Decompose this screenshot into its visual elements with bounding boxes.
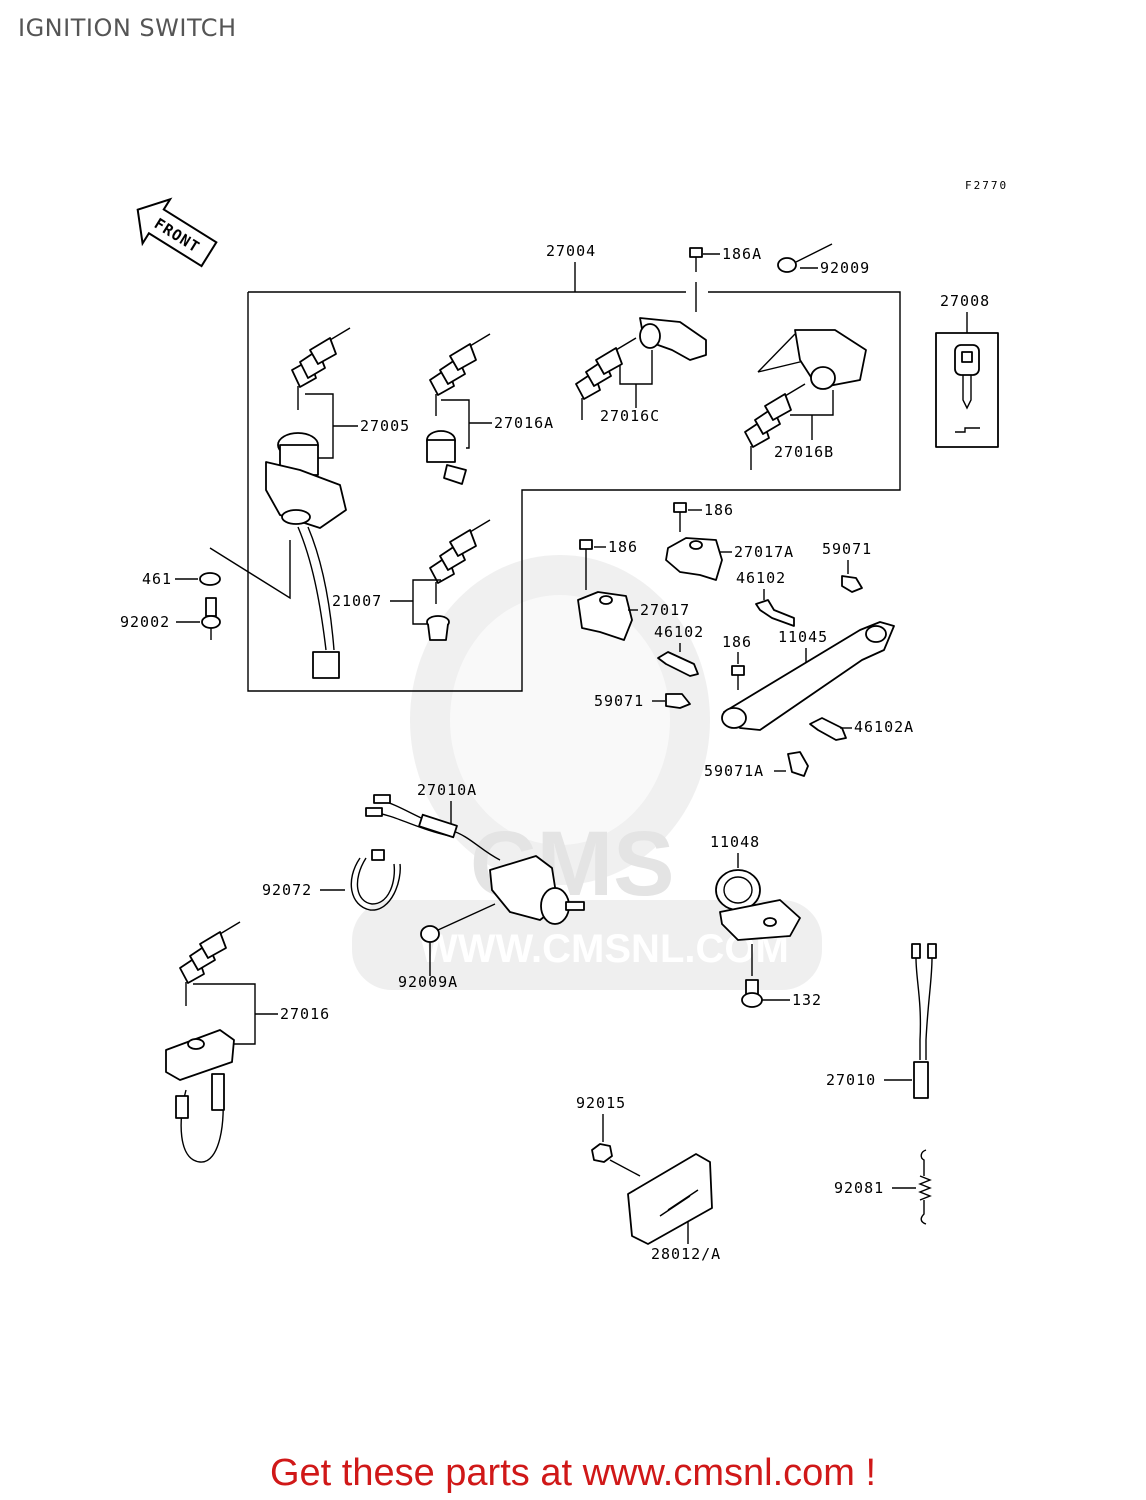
key-set-27016-icon — [179, 921, 241, 1006]
part-label-46102-top: 46102 — [736, 569, 786, 587]
clamp-27017-icon — [577, 591, 633, 641]
part-label-92015: 92015 — [576, 1094, 626, 1112]
part-label-27017: 27017 — [640, 601, 690, 619]
part-label-186-mid: 186 — [608, 538, 638, 556]
part-label-27016b: 27016B — [774, 443, 834, 461]
clip-59071-low-icon — [665, 693, 691, 709]
helmet-lock-27016-icon — [165, 1029, 235, 1163]
key-set-27016b-icon — [744, 383, 806, 470]
clamp-27017a-icon — [665, 537, 723, 581]
get-parts-link[interactable]: Get these parts at www.cmsnl.com ! — [269, 1452, 877, 1494]
screw-92009a-icon — [420, 903, 496, 943]
part-label-92002: 92002 — [120, 613, 170, 631]
part-label-46102-mid: 46102 — [654, 623, 704, 641]
part-label-11048: 11048 — [710, 833, 760, 851]
part-label-59071-low: 59071 — [594, 692, 644, 710]
cap-21007-icon — [426, 615, 450, 641]
part-label-27016a: 27016A — [494, 414, 554, 432]
bracket-46102a-icon — [809, 717, 847, 741]
part-label-92072: 92072 — [262, 881, 312, 899]
screw-92009-icon — [777, 243, 833, 273]
part-label-132: 132 — [792, 991, 822, 1009]
clip-59071-icon — [841, 575, 863, 593]
part-label-27017a: 27017A — [734, 543, 794, 561]
part-label-21007: 21007 — [332, 592, 382, 610]
part-label-27010a: 27010A — [417, 781, 477, 799]
part-label-27016: 27016 — [280, 1005, 330, 1023]
part-label-27004: 27004 — [546, 242, 596, 260]
key-set-27005-icon — [291, 327, 351, 410]
washer-461-icon — [199, 572, 221, 586]
bolt-132-icon — [741, 979, 763, 1008]
part-label-11045: 11045 — [778, 628, 828, 646]
part-label-186a: 186A — [722, 245, 762, 263]
lock-cylinder-27016c-icon — [639, 317, 707, 361]
cable-tie-92072-icon — [350, 849, 401, 911]
bolt-92002-icon — [201, 597, 221, 640]
part-label-59071-top: 59071 — [822, 540, 872, 558]
wire-harness-27010a-icon — [365, 794, 501, 861]
part-label-27010: 27010 — [826, 1071, 876, 1089]
nut-92015-icon — [591, 1143, 613, 1163]
bracket-46102-top-icon — [755, 599, 795, 627]
part-label-461: 461 — [142, 570, 172, 588]
key-set-27016a-icon — [429, 333, 491, 416]
part-label-28012a: 28012/A — [651, 1245, 721, 1263]
spring-92081-icon — [918, 1149, 932, 1225]
lock-cylinder-27016a-icon — [426, 430, 467, 485]
part-label-27005: 27005 — [360, 417, 410, 435]
front-arrow-icon: FRONT — [136, 197, 218, 268]
bolt-186-top-icon — [673, 502, 687, 532]
part-label-46102a: 46102A — [854, 718, 914, 736]
part-label-92009: 92009 — [820, 259, 870, 277]
plate-28012a-icon — [627, 1153, 713, 1245]
figure-code: F2770 — [965, 179, 1008, 192]
bracket-11048-icon — [715, 869, 801, 941]
part-label-92081: 92081 — [834, 1179, 884, 1197]
part-label-92009a: 92009A — [398, 973, 458, 991]
key-set-27016c-icon — [575, 337, 637, 420]
part-label-27008: 27008 — [940, 292, 990, 310]
part-label-186-low: 186 — [722, 633, 752, 651]
bracket-46102-mid-icon — [657, 651, 699, 677]
bracket-11045-icon — [721, 621, 895, 731]
part-label-27016c: 27016C — [600, 407, 660, 425]
bolt-186-mid-icon — [579, 539, 593, 590]
cms-watermark: CMS WWW.CMSNL.COM — [352, 555, 822, 990]
part-label-186-top: 186 — [704, 501, 734, 519]
bolt-186-low-icon — [731, 665, 745, 690]
part-label-59071a: 59071A — [704, 762, 764, 780]
bolt-186a-icon — [689, 247, 703, 312]
page-title: IGNITION SWITCH — [18, 14, 237, 42]
ignition-cylinder-27010a-icon — [489, 855, 585, 925]
ignition-switch-icon — [265, 432, 347, 679]
clip-59071a-icon — [787, 751, 809, 777]
switch-wire-27010-icon — [911, 943, 937, 1099]
key-card-27008-icon — [935, 332, 999, 448]
key-set-21007-icon — [429, 519, 491, 604]
lock-cylinder-27016b-icon — [757, 329, 867, 390]
watermark-url: WWW.CMSNL.COM — [420, 927, 789, 971]
